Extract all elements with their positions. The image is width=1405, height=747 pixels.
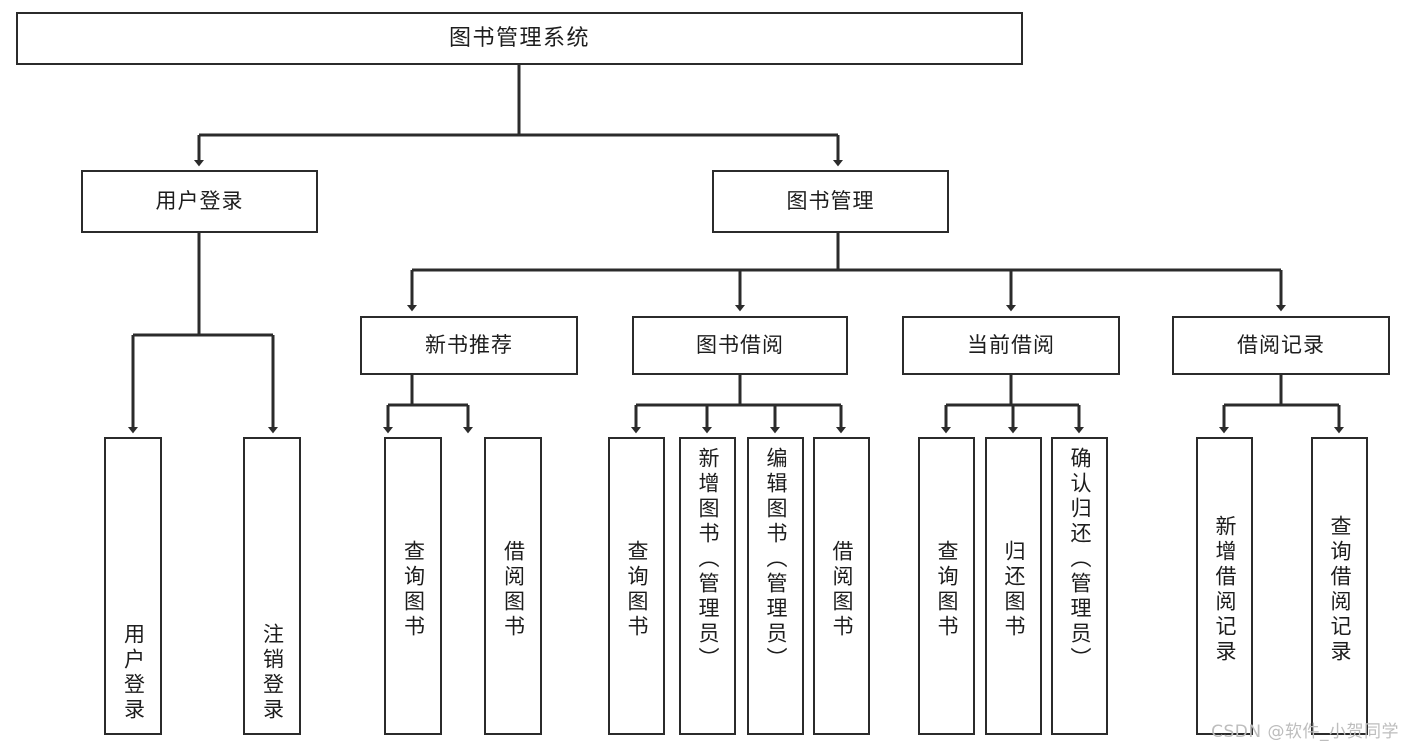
node-new-book-recommendation[interactable]: 新书推荐 xyxy=(360,316,578,375)
leaf-current-query-books[interactable]: 查询图书 xyxy=(918,437,975,735)
node-label: 用户登录 xyxy=(155,189,244,214)
leaf-current-return-books[interactable]: 归还图书 xyxy=(985,437,1042,735)
node-label: 注销登录 xyxy=(260,623,285,723)
node-user-login[interactable]: 用户登录 xyxy=(81,170,318,233)
node-label: 当前借阅 xyxy=(967,333,1055,358)
node-label: 编辑图书（管理员） xyxy=(764,447,788,672)
node-label: 图书管理 xyxy=(786,189,875,214)
node-label: 归还图书 xyxy=(1002,540,1026,640)
watermark: CSDN @软件_小贺同学 xyxy=(1211,722,1399,742)
node-label: 查询借阅记录 xyxy=(1328,515,1352,665)
node-root-book-management-system[interactable]: 图书管理系统 xyxy=(16,12,1023,65)
node-label: 新增图书（管理员） xyxy=(696,447,720,672)
node-book-borrowing[interactable]: 图书借阅 xyxy=(632,316,848,375)
leaf-user-login-login[interactable]: 用户登录 xyxy=(104,437,162,735)
node-label: 查询图书 xyxy=(935,540,959,640)
leaf-record-add-borrow-record[interactable]: 新增借阅记录 xyxy=(1196,437,1253,735)
leaf-record-query-borrow-record[interactable]: 查询借阅记录 xyxy=(1311,437,1368,735)
leaf-borrow-add-book-admin[interactable]: 新增图书（管理员） xyxy=(679,437,736,735)
leaf-new-book-borrow-books[interactable]: 借阅图书 xyxy=(484,437,542,735)
node-label: 借阅图书 xyxy=(830,540,854,640)
node-label: 借阅图书 xyxy=(501,540,526,640)
node-label: 查询图书 xyxy=(401,540,426,640)
node-label: 图书管理系统 xyxy=(448,25,590,51)
node-borrow-records[interactable]: 借阅记录 xyxy=(1172,316,1390,375)
leaf-new-book-query-books[interactable]: 查询图书 xyxy=(384,437,442,735)
node-label: 借阅记录 xyxy=(1237,333,1325,358)
node-label: 确认归还（管理员） xyxy=(1068,447,1092,672)
node-label: 新书推荐 xyxy=(425,333,513,358)
node-current-borrowing[interactable]: 当前借阅 xyxy=(902,316,1120,375)
node-book-management[interactable]: 图书管理 xyxy=(712,170,949,233)
node-label: 新增借阅记录 xyxy=(1213,515,1237,665)
node-label: 查询图书 xyxy=(625,540,649,640)
leaf-borrow-query-books[interactable]: 查询图书 xyxy=(608,437,665,735)
node-label: 图书借阅 xyxy=(696,333,784,358)
leaf-borrow-edit-book-admin[interactable]: 编辑图书（管理员） xyxy=(747,437,804,735)
leaf-user-login-logout[interactable]: 注销登录 xyxy=(243,437,301,735)
leaf-borrow-borrow-books[interactable]: 借阅图书 xyxy=(813,437,870,735)
node-label: 用户登录 xyxy=(121,623,146,723)
leaf-current-confirm-return-admin[interactable]: 确认归还（管理员） xyxy=(1051,437,1108,735)
